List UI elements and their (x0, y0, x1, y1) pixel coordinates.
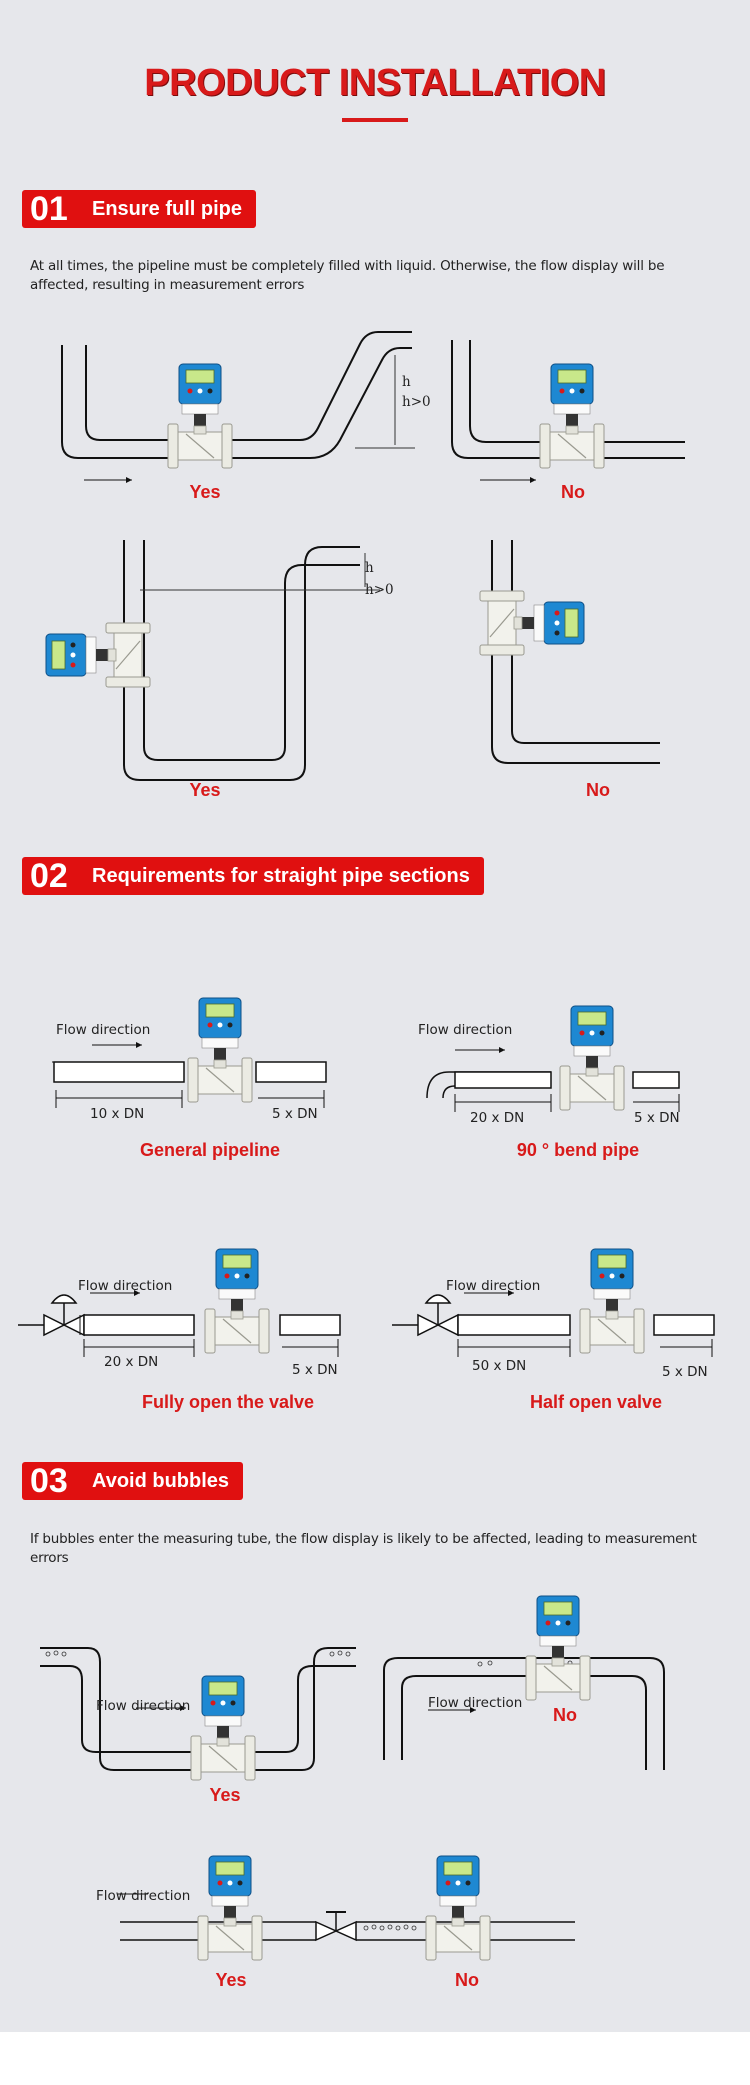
h-label: h (402, 374, 411, 390)
label-no: No (561, 482, 585, 502)
label-yes: Yes (215, 1970, 247, 1990)
diagram-full-pipe-yes (61, 331, 415, 483)
section-number: 03 (30, 1461, 68, 1500)
label-yes: Yes (189, 482, 221, 502)
dim-label: 20 x DN (470, 1110, 525, 1126)
h-condition: h>0 (402, 394, 431, 410)
title-underline (342, 118, 408, 122)
page: PRODUCT INSTALLATION 01 Ensure full pipe… (0, 0, 750, 2032)
label-yes: Yes (189, 780, 221, 800)
flow-direction-label: Flow direction (96, 1698, 191, 1714)
diagram-bubbles-u-yes (40, 1647, 356, 1781)
flow-direction-label: Flow direction (96, 1888, 191, 1904)
diagram-full-pipe-vertical-yes (45, 540, 380, 781)
caption-fully-open-valve: Fully open the valve (141, 1392, 315, 1412)
section-title: Ensure full pipe (92, 197, 243, 220)
section-title: Requirements for straight pipe sections (92, 864, 470, 887)
dim-label: 5 x DN (662, 1364, 708, 1380)
diagram-full-pipe-vertical-no (479, 540, 660, 764)
dim-label: 5 x DN (292, 1362, 338, 1378)
dim-label: 5 x DN (272, 1106, 318, 1122)
caption-90-bend-pipe: 90 ° bend pipe (516, 1140, 640, 1160)
diagram-half-open-valve (392, 1248, 715, 1357)
section-03-header: 03 Avoid bubbles (22, 1461, 244, 1500)
caption-general-pipeline: General pipeline (139, 1140, 281, 1160)
diagram-90-bend-pipe (426, 1005, 680, 1112)
diagram-bubbles-straight (118, 1855, 575, 1961)
page-title: PRODUCT INSTALLATION (144, 62, 606, 104)
flow-direction-label: Flow direction (56, 1022, 151, 1038)
section-01-description: At all times, the pipeline must be compl… (30, 258, 665, 293)
flow-direction-label: Flow direction (446, 1278, 541, 1294)
diagram-fully-open-valve (18, 1248, 341, 1357)
dim-label: 50 x DN (472, 1358, 527, 1374)
diagram-full-pipe-no (451, 340, 685, 483)
dim-label: 5 x DN (634, 1110, 680, 1126)
flow-direction-label: Flow direction (418, 1022, 513, 1038)
section-01-header: 01 Ensure full pipe (22, 189, 257, 228)
section-number: 01 (30, 189, 68, 228)
diagram-general-pipeline (52, 997, 327, 1108)
label-no: No (586, 780, 610, 800)
label-yes: Yes (209, 1785, 241, 1805)
diagram-bubbles-hill-no (383, 1595, 665, 1770)
h-condition: h>0 (365, 582, 394, 598)
flow-direction-label: Flow direction (78, 1278, 173, 1294)
dim-label: 20 x DN (104, 1354, 159, 1370)
label-no: No (553, 1705, 577, 1725)
label-no: No (455, 1970, 479, 1990)
section-02-header: 02 Requirements for straight pipe sectio… (22, 857, 484, 895)
caption-half-open-valve: Half open valve (529, 1392, 663, 1412)
section-number: 02 (30, 856, 68, 895)
section-title: Avoid bubbles (92, 1469, 230, 1492)
dim-label: 10 x DN (90, 1106, 145, 1122)
h-label: h (365, 560, 374, 576)
section-03-description: If bubbles enter the measuring tube, the… (30, 1531, 697, 1566)
flow-direction-label: Flow direction (428, 1695, 523, 1711)
